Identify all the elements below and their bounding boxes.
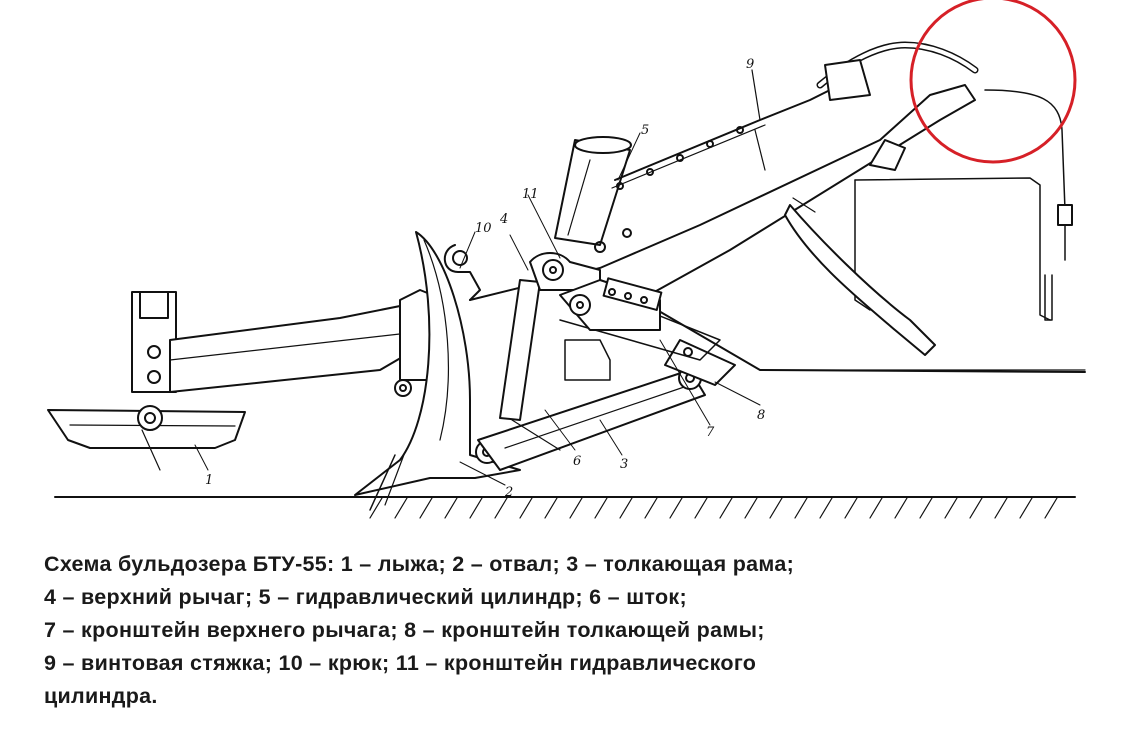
rod — [499, 279, 561, 451]
part-label-8: 8 — [757, 408, 765, 423]
screw-tie — [594, 69, 851, 253]
caption-line: цилиндра. — [44, 684, 158, 708]
part-label-2: 2 — [504, 485, 513, 500]
upper-lever-bracket — [559, 277, 663, 331]
hydraulic-cylinder — [554, 136, 632, 246]
part-label-3: 3 — [620, 457, 628, 472]
bulldozer-schematic: 1 2 3 4 5 6 7 8 9 10 11 — [47, 0, 1086, 519]
part-label-5: 5 — [641, 123, 649, 138]
hook — [443, 244, 481, 301]
caption-line: 4 – верхний рычаг; 5 – гидравлический ци… — [44, 585, 687, 609]
figure-caption: Схема бульдозера БТУ-55: 1 – лыжа; 2 – о… — [44, 548, 1124, 713]
caption-line: 9 – винтовая стяжка; 10 – крюк; 11 – кро… — [44, 651, 757, 675]
part-label-6: 6 — [573, 454, 581, 469]
caption-line: Схема бульдозера БТУ-55: 1 – лыжа; 2 – о… — [44, 552, 795, 576]
part-label-11: 11 — [522, 187, 539, 202]
ground-line — [54, 496, 1076, 519]
side-frame — [169, 289, 446, 397]
part-label-10: 10 — [475, 221, 492, 236]
leader-lines — [194, 132, 761, 486]
part-label-1: 1 — [205, 473, 213, 488]
part-label-9: 9 — [746, 57, 754, 72]
hydraulic-hoses — [784, 41, 1073, 356]
part-label-7: 7 — [706, 425, 715, 440]
caption-line: 7 – кронштейн верхнего рычага; 8 – кронш… — [44, 618, 765, 642]
part-labels: 1 2 3 4 5 6 7 8 9 10 11 — [205, 57, 765, 500]
part-label-4: 4 — [499, 212, 508, 227]
highlight-circle — [909, 0, 1077, 164]
ski — [47, 291, 246, 471]
